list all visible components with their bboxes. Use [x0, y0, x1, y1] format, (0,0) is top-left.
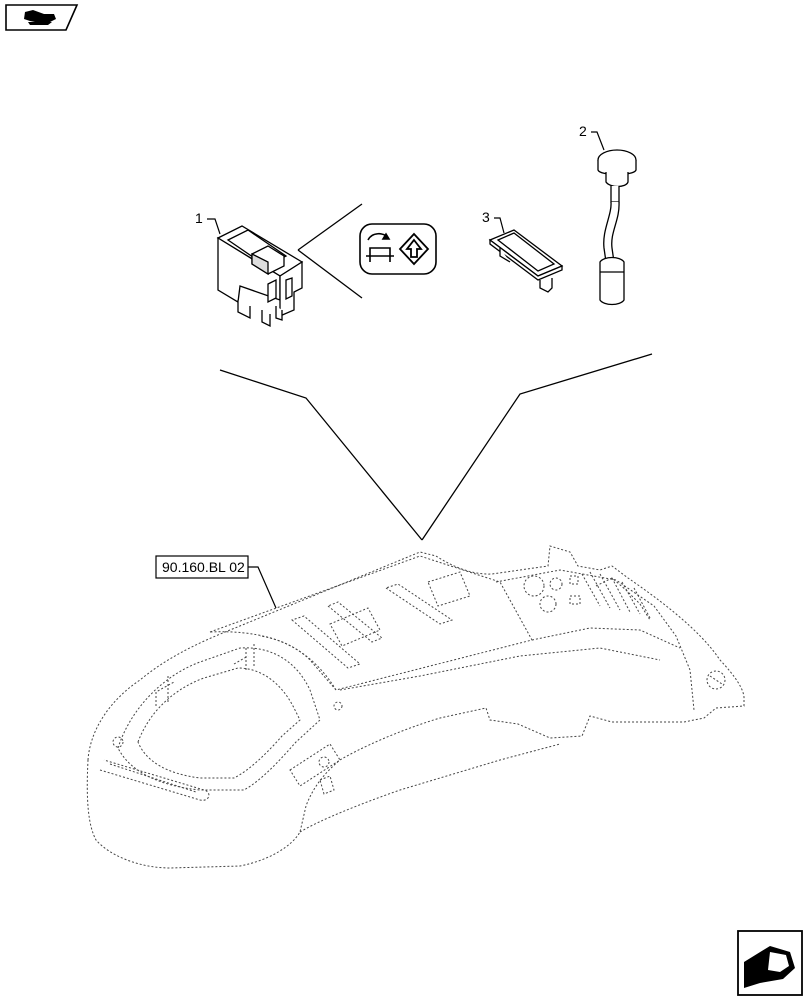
callout-1-label: 1 [195, 210, 203, 226]
instrument-panel-cover [86, 545, 745, 869]
callout-2-label: 2 [579, 123, 587, 139]
callout-3: 3 [482, 209, 505, 234]
up-arrow-diamond-icon [398, 232, 430, 266]
next-page-button[interactable] [737, 930, 803, 996]
previous-page-button[interactable] [5, 4, 79, 31]
rocker-switch-part [216, 225, 304, 328]
callout-2: 2 [579, 123, 605, 151]
symbol-wedge-lines [297, 203, 363, 299]
reference-label: 90.160.BL 02 [162, 559, 245, 575]
reference-label-box[interactable]: 90.160.BL 02 [155, 555, 277, 609]
hitch-symbol-icon [366, 232, 394, 262]
previous-page-hand-icon [24, 10, 56, 25]
callout-3-label: 3 [482, 209, 490, 225]
assembly-wedge-lines [219, 353, 653, 541]
indicator-lens-part [488, 229, 564, 293]
next-page-hand-icon [744, 946, 795, 988]
callout-1: 1 [195, 210, 221, 235]
round-button-part [597, 149, 637, 306]
switch-symbol-decal [359, 223, 437, 275]
